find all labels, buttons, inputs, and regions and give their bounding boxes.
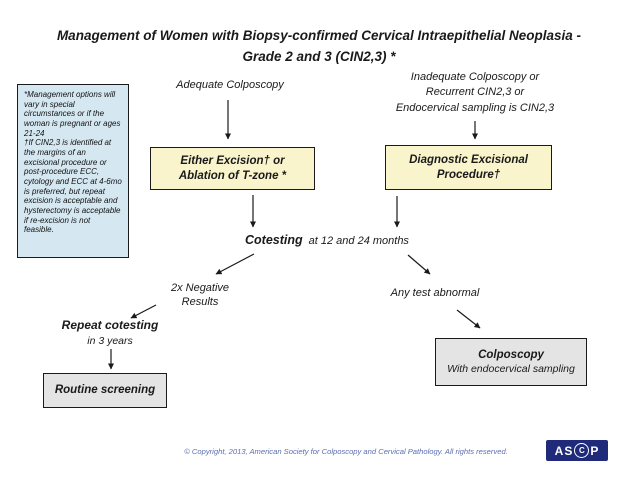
arrow-cotesting-to-abnormal: [407, 254, 431, 275]
inadequate-line3: Endocervical sampling is CIN2,3: [395, 101, 555, 114]
arrow-abnormal-to-colposcopy: [456, 309, 481, 329]
asccp-logo-p: P: [590, 443, 600, 458]
diagnostic-box-line1: Diagnostic Excisional: [409, 153, 528, 166]
footnote-management-options: *Management options will vary in special…: [24, 90, 121, 138]
colposcopy-box-title: Colposcopy: [478, 348, 544, 361]
repeat-cotesting-label: Repeat cotesting in 3 years: [48, 318, 172, 348]
excision-ablation-box: Either Excision† or Ablation of T-zone *: [150, 147, 315, 190]
inadequate-line1: Inadequate Colposcopy or: [410, 71, 540, 83]
excision-box-line1: Either Excision† or: [180, 154, 285, 167]
repeat-cotesting-interval: in 3 years: [87, 334, 133, 347]
footnote-cin23-margins: †If CIN2,3 is identified at the margins …: [24, 138, 122, 235]
negative-line1: 2x Negative: [170, 282, 230, 294]
diagnostic-excisional-box: Diagnostic Excisional Procedure†: [385, 145, 552, 190]
negative-line2: Results: [181, 296, 219, 309]
inadequate-line2: Recurrent CIN2,3 or: [425, 86, 525, 99]
adequate-colposcopy-label: Adequate Colposcopy: [176, 79, 284, 91]
negative-results-label: 2x Negative Results: [152, 281, 248, 310]
asccp-logo-circle-c-icon: C: [574, 443, 590, 458]
footnote-box: *Management options will vary in special…: [17, 84, 129, 258]
page-title: Management of Women with Biopsy-confirme…: [0, 26, 638, 68]
copyright-text: © Copyright, 2013, American Society for …: [184, 447, 508, 456]
inadequate-colposcopy-label: Inadequate Colposcopy or Recurrent CIN2,…: [365, 70, 585, 116]
colposcopy-box: Colposcopy With endocervical sampling: [435, 338, 587, 386]
cotesting-label-bold: Cotesting: [245, 233, 303, 247]
asccp-logo-as: AS: [554, 443, 574, 458]
page-title-line2: Grade 2 and 3 (CIN2,3) *: [242, 48, 396, 64]
diagnostic-box-line2: Procedure†: [436, 168, 501, 181]
routine-screening-box: Routine screening: [43, 373, 167, 408]
any-test-abnormal-label: Any test abnormal: [390, 287, 480, 299]
cotesting-label: Cotesting at 12 and 24 months: [245, 231, 409, 249]
repeat-cotesting-bold: Repeat cotesting: [61, 318, 159, 332]
excision-box-line2: Ablation of T-zone *: [178, 169, 287, 182]
cotesting-label-interval: at 12 and 24 months: [308, 235, 409, 247]
arrow-cotesting-to-negative: [215, 253, 255, 275]
colposcopy-box-subtitle: With endocervical sampling: [447, 362, 575, 375]
page-title-line1: Management of Women with Biopsy-confirme…: [56, 28, 582, 43]
